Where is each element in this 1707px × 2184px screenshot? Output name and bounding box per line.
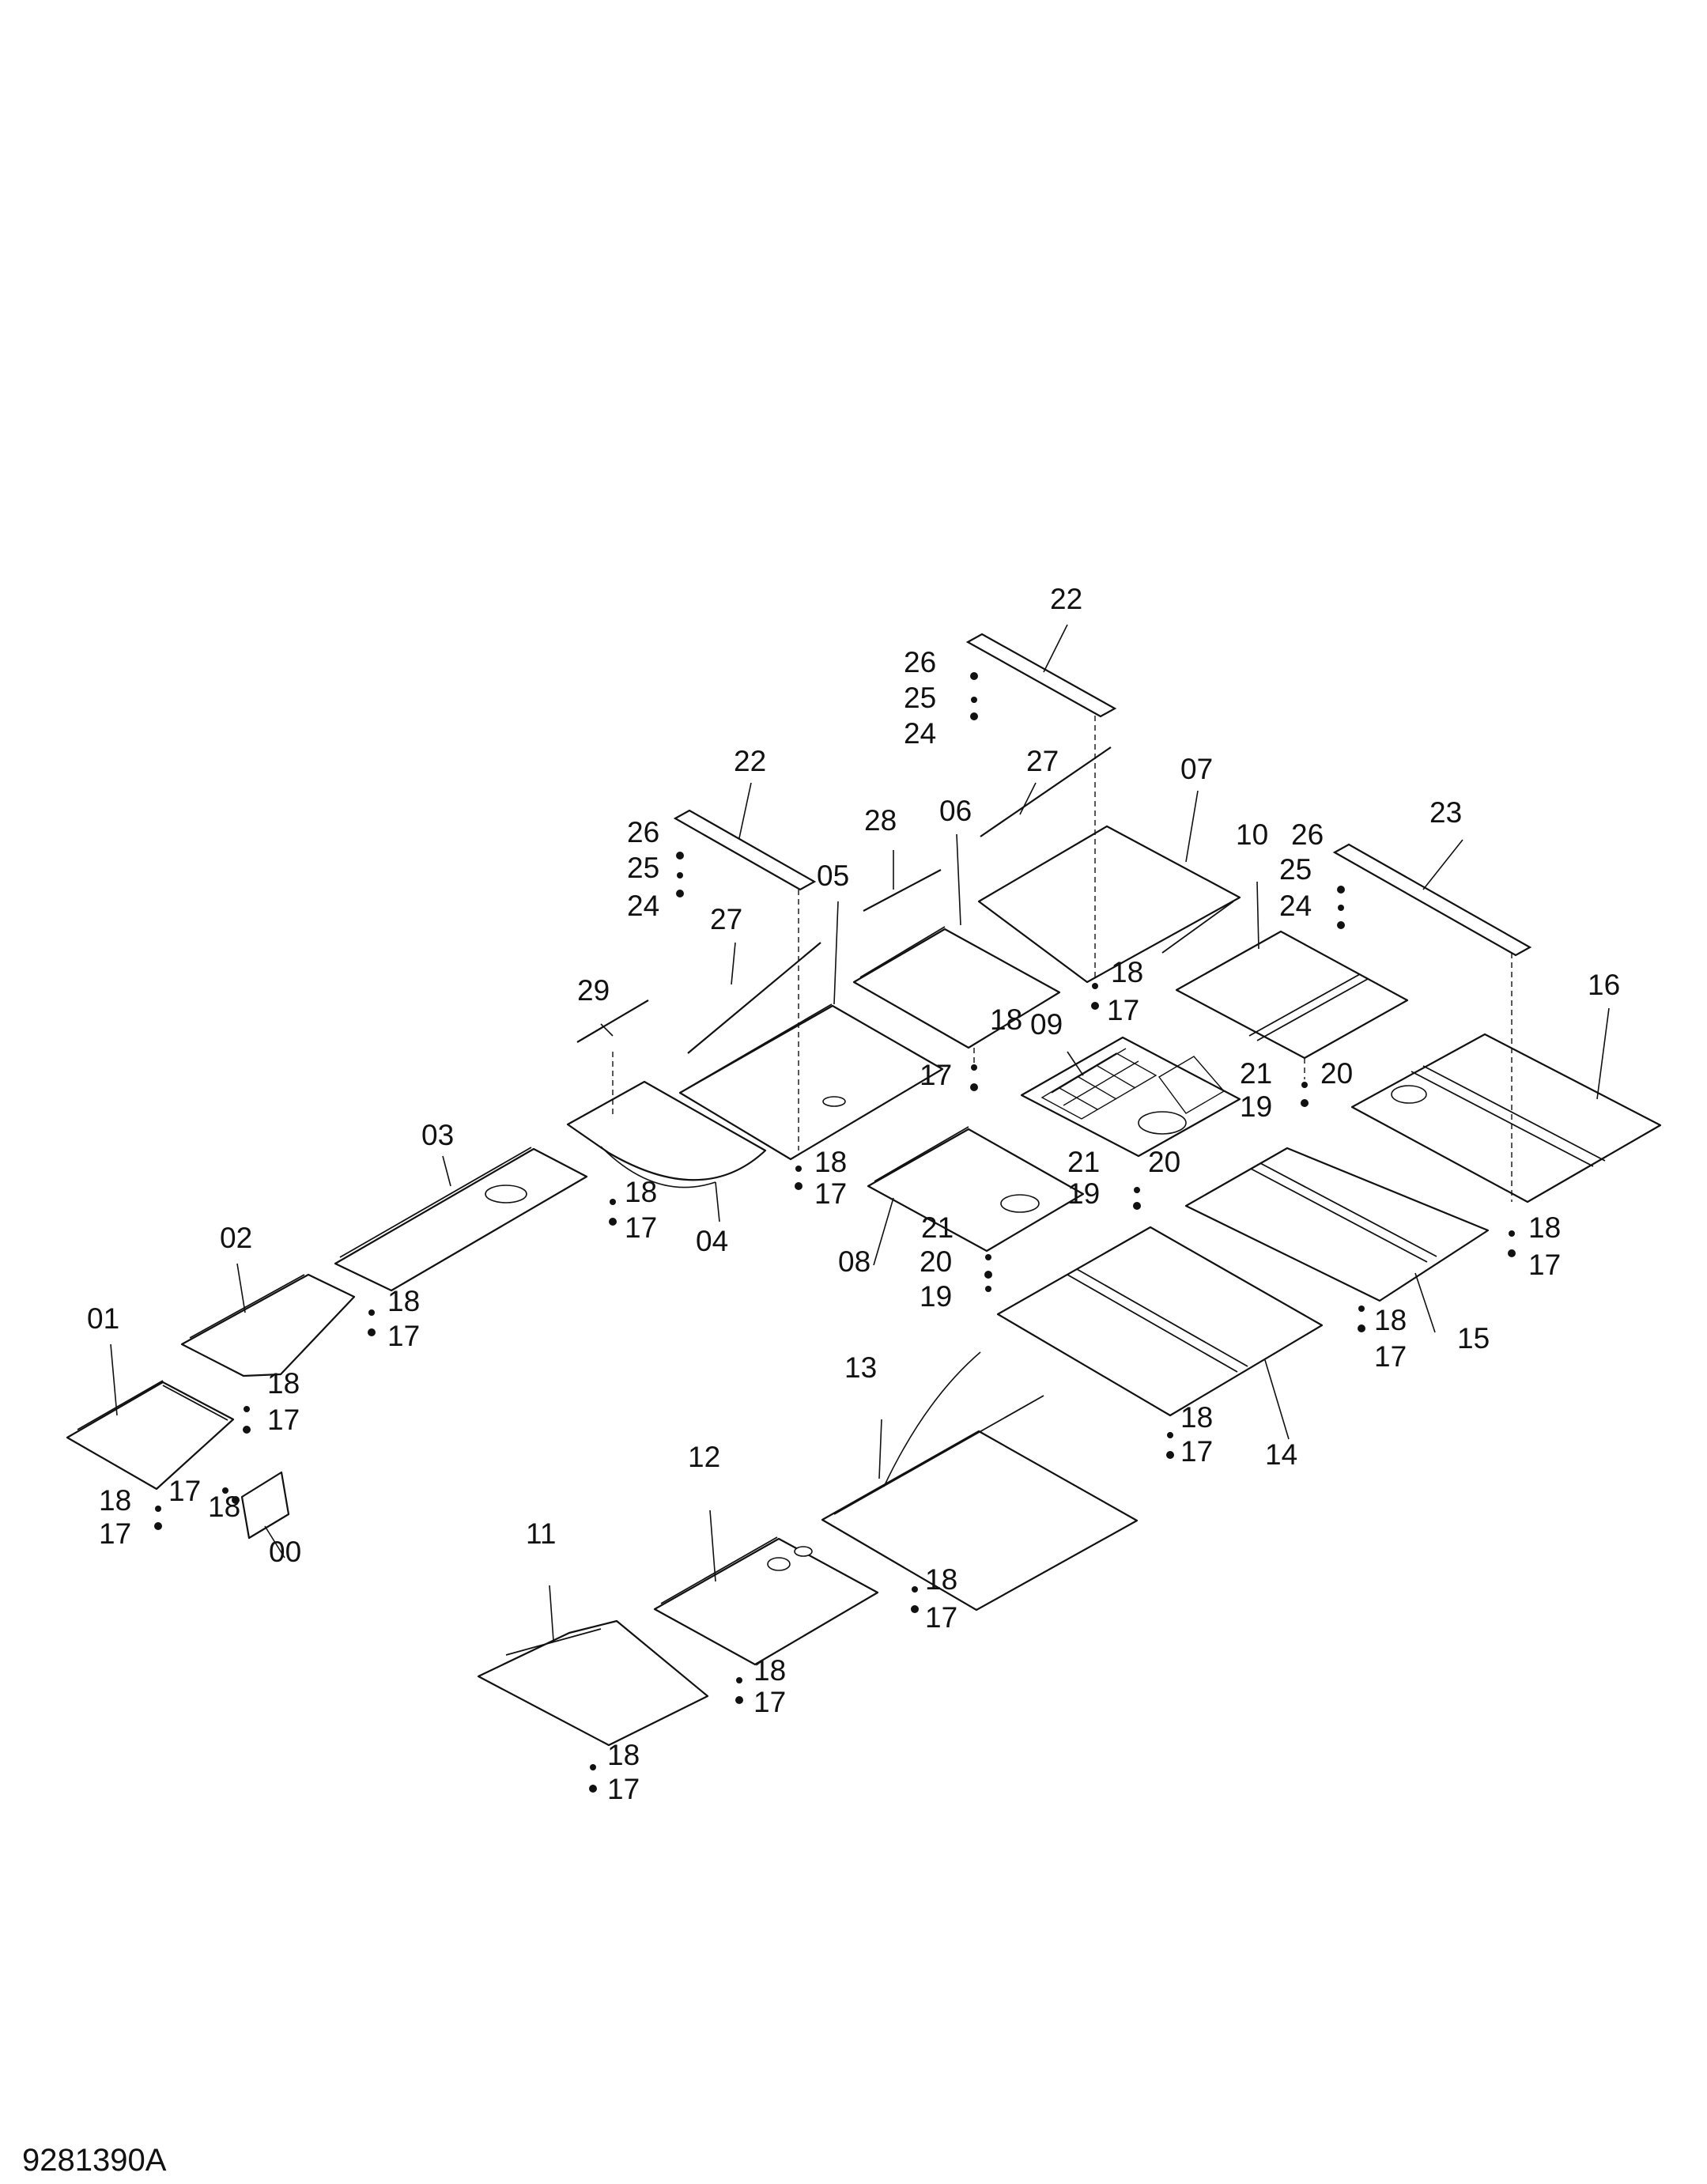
rail-28 <box>863 869 942 912</box>
label-11: 11 <box>526 1517 556 1550</box>
label-17-a: 17 <box>1107 994 1139 1026</box>
label-18-h: 18 <box>267 1367 300 1400</box>
label-20-b: 20 <box>1148 1146 1180 1178</box>
label-17-m: 17 <box>753 1686 786 1718</box>
label-12: 12 <box>688 1441 720 1473</box>
label-18-d: 18 <box>625 1176 657 1208</box>
rail-22-left <box>673 809 817 891</box>
assembly-lines <box>612 716 1513 1202</box>
plate-03 <box>334 1147 588 1292</box>
plate-10 <box>1175 930 1409 1060</box>
rail-22-top <box>965 633 1117 718</box>
label-25-top: 25 <box>904 682 936 714</box>
label-01: 01 <box>87 1302 119 1335</box>
plate-02 <box>180 1273 356 1377</box>
plate-04 <box>566 1080 767 1188</box>
label-20-c: 20 <box>920 1245 952 1278</box>
plate-09 <box>1020 1036 1241 1158</box>
label-21-a: 21 <box>1240 1057 1272 1090</box>
label-19-b: 19 <box>1067 1177 1100 1210</box>
label-15: 15 <box>1457 1322 1490 1355</box>
label-18-m: 18 <box>753 1654 786 1687</box>
label-26-top: 26 <box>904 646 936 678</box>
label-18-b: 18 <box>990 1003 1022 1036</box>
label-21-b: 21 <box>1067 1146 1100 1178</box>
plate-08 <box>867 1126 1085 1253</box>
label-18-g: 18 <box>1374 1304 1407 1336</box>
fasteners <box>154 672 1516 1793</box>
leader-lines <box>110 624 1610 1642</box>
label-22-left: 22 <box>734 745 766 777</box>
plate-15 <box>1184 1147 1490 1302</box>
drawing-code: 9281390A <box>22 2143 167 2178</box>
plate-05 <box>678 1003 944 1161</box>
label-29: 29 <box>577 974 610 1007</box>
label-05: 05 <box>817 860 849 892</box>
label-18-e: 18 <box>1528 1211 1561 1244</box>
plate-11 <box>477 1619 709 1747</box>
label-27-lower: 27 <box>710 903 742 935</box>
label-03: 03 <box>421 1119 454 1151</box>
label-18-i: 18 <box>1180 1401 1213 1434</box>
label-21-c: 21 <box>921 1211 954 1244</box>
label-14: 14 <box>1265 1438 1297 1471</box>
label-17-h: 17 <box>267 1404 300 1436</box>
labels: 22 26 25 24 27 07 22 23 28 06 10 26 26 0… <box>87 583 1620 1805</box>
label-28: 28 <box>864 804 897 837</box>
rail-29 <box>576 999 649 1043</box>
plate-13 <box>821 1351 1139 1612</box>
label-02: 02 <box>220 1222 252 1254</box>
label-24-top: 24 <box>904 717 936 750</box>
label-17-n: 17 <box>607 1773 640 1805</box>
label-20-a: 20 <box>1320 1057 1353 1090</box>
label-00: 00 <box>269 1536 301 1568</box>
label-17-b: 17 <box>920 1059 952 1091</box>
label-04: 04 <box>696 1225 728 1257</box>
label-18-n: 18 <box>607 1739 640 1771</box>
plate-16 <box>1350 1033 1662 1203</box>
label-18-k: 18 <box>208 1491 240 1523</box>
label-17-k: 17 <box>99 1517 131 1550</box>
label-24-left: 24 <box>627 890 659 922</box>
plate-01 <box>66 1380 235 1491</box>
label-25-left: 25 <box>627 852 659 884</box>
plate-07 <box>977 825 1241 984</box>
label-07: 07 <box>1180 753 1213 785</box>
label-23: 23 <box>1429 796 1462 829</box>
plate-14 <box>996 1226 1324 1417</box>
label-17-l: 17 <box>925 1601 957 1634</box>
rail-27-upper <box>980 746 1112 837</box>
plate-00 <box>240 1471 290 1540</box>
label-17-e: 17 <box>1528 1249 1561 1281</box>
label-08: 08 <box>838 1245 870 1278</box>
label-18-j: 18 <box>99 1484 131 1517</box>
label-27-upper: 27 <box>1026 745 1059 777</box>
label-18-l: 18 <box>925 1563 957 1596</box>
label-26-right: 26 <box>1291 818 1324 851</box>
label-16: 16 <box>1588 969 1620 1001</box>
label-19-a: 19 <box>1240 1090 1272 1123</box>
label-17-f: 17 <box>387 1320 420 1352</box>
label-10: 10 <box>1236 818 1268 851</box>
label-17-d: 17 <box>625 1211 657 1244</box>
label-19-c: 19 <box>920 1280 952 1313</box>
plate-06 <box>852 926 1061 1049</box>
label-26-left: 26 <box>627 816 659 848</box>
label-18-f: 18 <box>387 1285 420 1317</box>
label-13: 13 <box>844 1351 877 1384</box>
label-09: 09 <box>1030 1008 1063 1041</box>
label-22-top: 22 <box>1050 583 1082 615</box>
label-06: 06 <box>939 795 972 827</box>
label-17-g: 17 <box>1374 1340 1407 1373</box>
label-24-right: 24 <box>1279 890 1312 922</box>
label-25-right: 25 <box>1279 853 1312 886</box>
rail-23 <box>1332 843 1532 957</box>
label-17-j: 17 <box>168 1475 201 1507</box>
label-17-i: 17 <box>1180 1435 1213 1468</box>
label-18-a: 18 <box>1111 956 1143 988</box>
label-17-c: 17 <box>814 1177 847 1210</box>
label-18-c: 18 <box>814 1146 847 1178</box>
plate-12 <box>653 1536 879 1666</box>
